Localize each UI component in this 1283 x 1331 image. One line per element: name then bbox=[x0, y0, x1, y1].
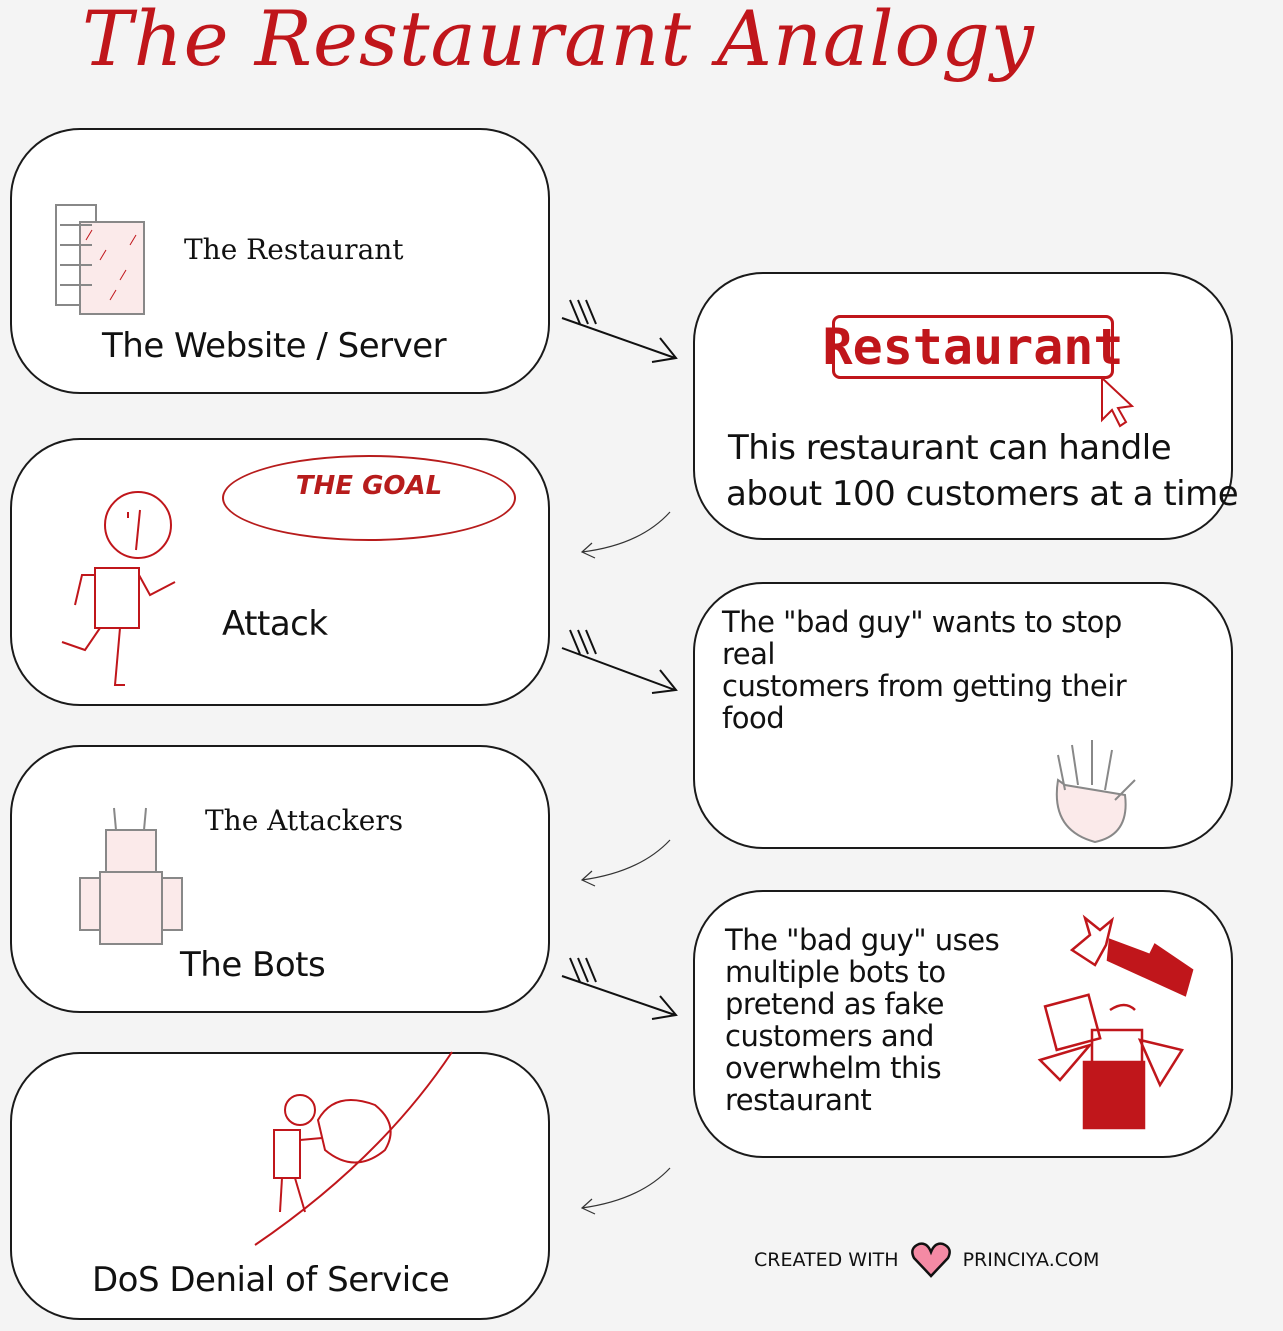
capacity-line-1: This restaurant can handle bbox=[728, 428, 1172, 468]
robot-icon bbox=[79, 807, 183, 945]
text-line: customers and bbox=[725, 1019, 934, 1053]
restaurant-sign-text: Restaurant bbox=[822, 318, 1124, 376]
bad-guy-goal-text: The "bad guy" wants to stop real custome… bbox=[722, 605, 1127, 735]
text-line: food bbox=[722, 701, 785, 735]
box-bad-guy-goal bbox=[693, 582, 1233, 849]
footer: CREATED WITH PRINCIYA.COM bbox=[754, 1240, 1099, 1280]
text-line: pretend as fake bbox=[725, 987, 944, 1021]
heart-icon bbox=[910, 1242, 951, 1278]
heading-attackers: The Attackers bbox=[205, 804, 404, 837]
footer-brand[interactable]: PRINCIYA.COM bbox=[962, 1249, 1100, 1271]
building-icon bbox=[55, 204, 145, 315]
social-media-icon bbox=[1037, 914, 1194, 1130]
text-line: The "bad guy" wants to stop bbox=[722, 605, 1122, 639]
capacity-line-2: about 100 customers at a time bbox=[726, 474, 1239, 514]
bad-guy-bots-text: The "bad guy" uses multiple bots to pret… bbox=[725, 923, 1000, 1117]
running-person-icon bbox=[61, 491, 176, 686]
page-title: The Restaurant Analogy bbox=[82, 0, 1035, 83]
text-line: The "bad guy" uses bbox=[725, 923, 1000, 957]
footer-prefix: CREATED WITH bbox=[754, 1249, 899, 1271]
text-line: customers from getting their bbox=[722, 669, 1127, 703]
caption-bots: The Bots bbox=[180, 945, 326, 985]
caption-website-server: The Website / Server bbox=[102, 326, 447, 366]
stop-hand-icon bbox=[1055, 740, 1136, 844]
text-line: restaurant bbox=[725, 1083, 872, 1117]
caption-attack: Attack bbox=[222, 604, 328, 644]
heading-restaurant: The Restaurant bbox=[184, 233, 404, 266]
cursor-icon bbox=[1101, 375, 1135, 428]
arrow-back-icon bbox=[580, 511, 671, 1215]
caption-dos: DoS Denial of Service bbox=[92, 1260, 450, 1300]
text-line: multiple bots to bbox=[725, 955, 946, 989]
text-line: overwhelm this bbox=[725, 1051, 942, 1085]
box-dos bbox=[10, 1052, 550, 1320]
goal-badge-text: THE GOAL bbox=[295, 471, 443, 501]
arrow-right-icon bbox=[561, 299, 678, 1020]
goal-badge: THE GOAL bbox=[222, 455, 516, 541]
person-pushing-boulder-icon bbox=[254, 1051, 453, 1246]
text-line: real bbox=[722, 637, 775, 671]
restaurant-sign: Restaurant bbox=[822, 315, 1124, 379]
